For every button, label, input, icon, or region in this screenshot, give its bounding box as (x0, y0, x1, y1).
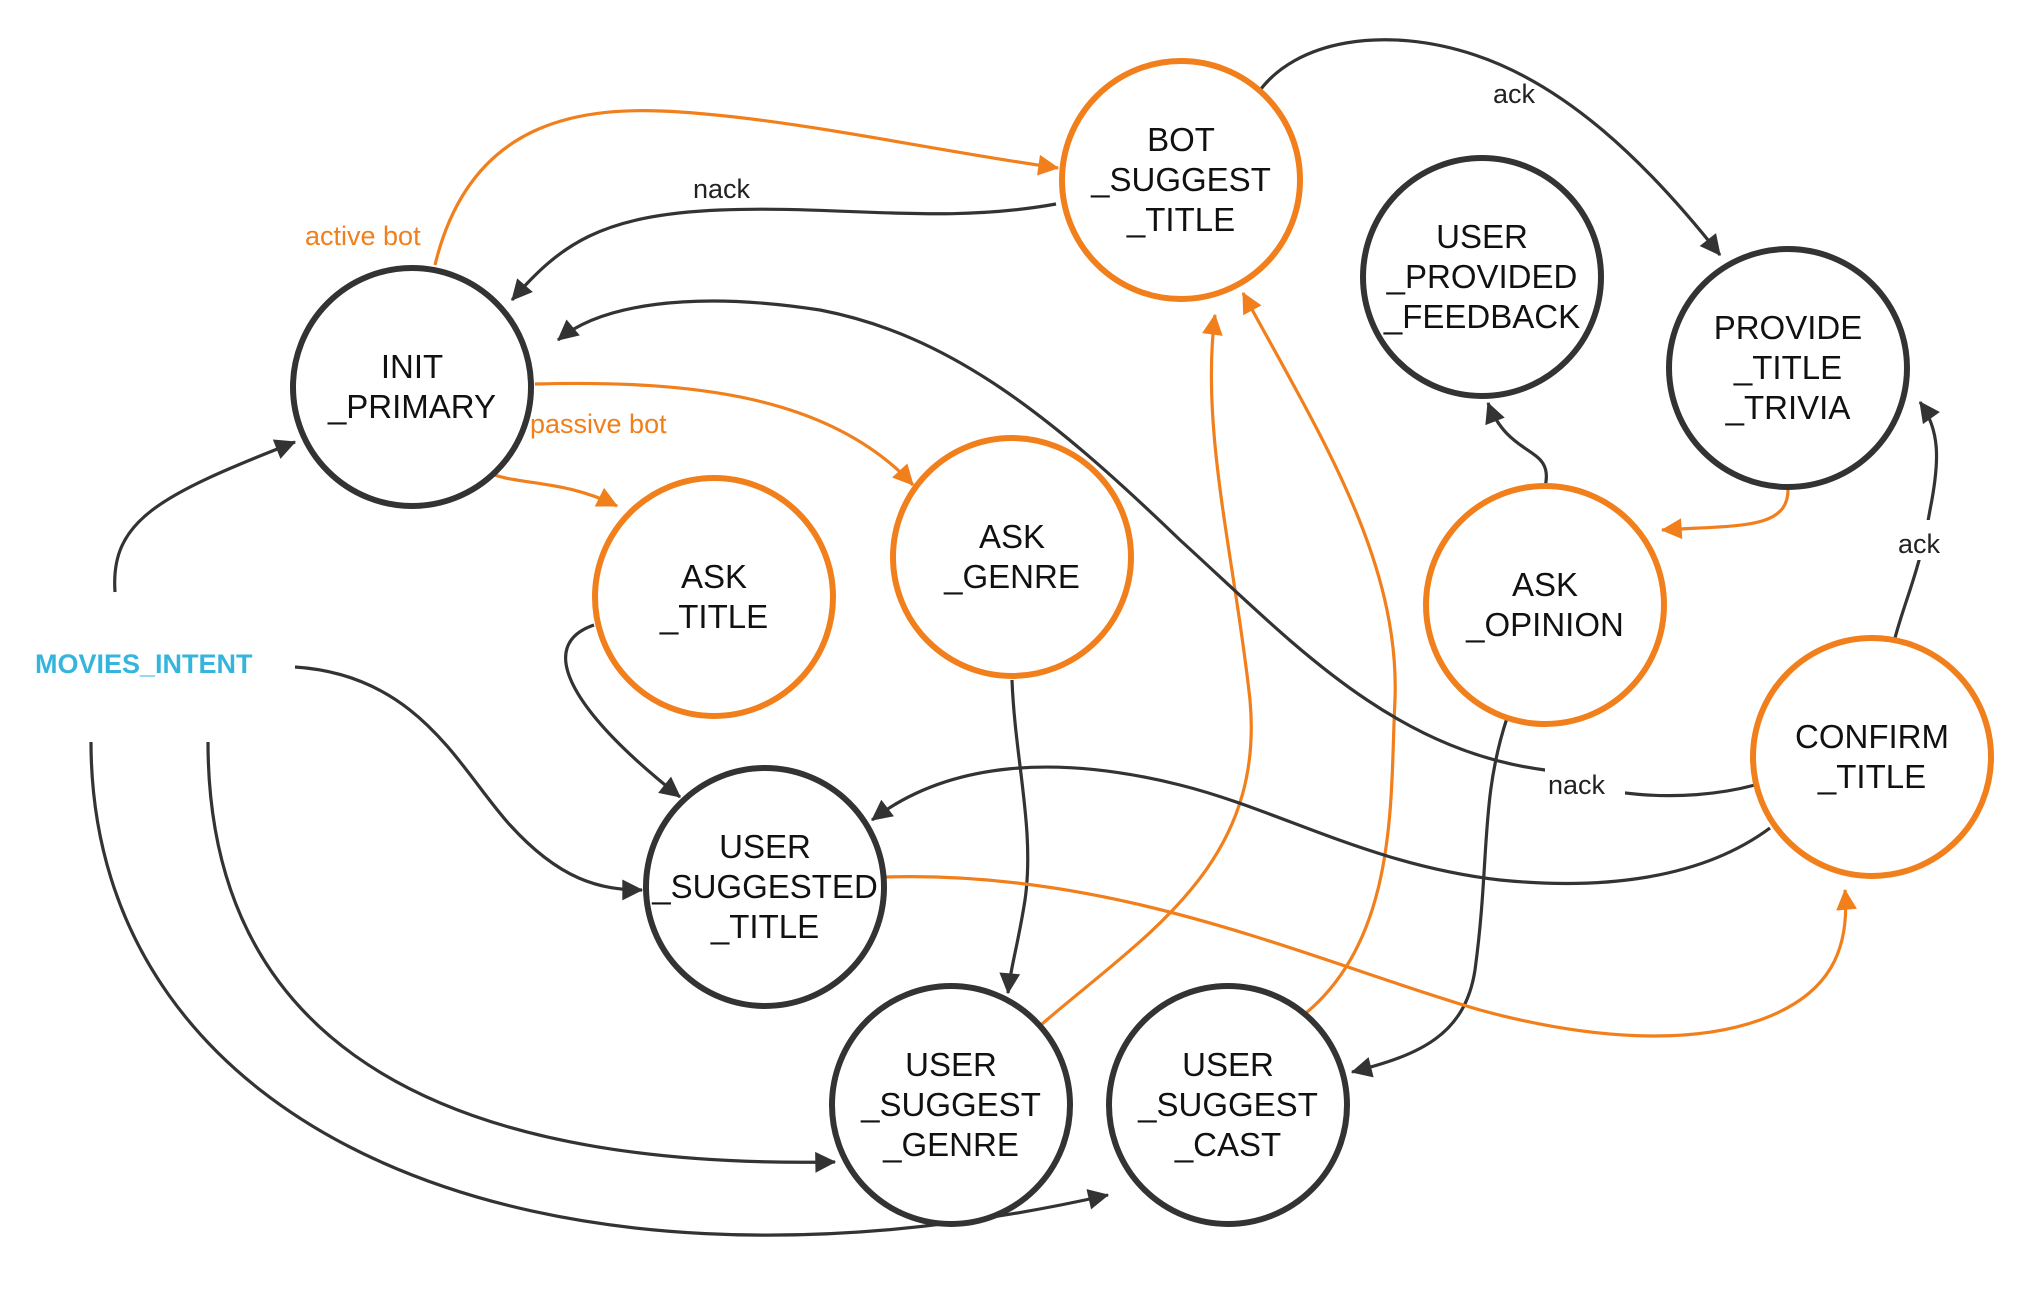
state-circle (1059, 58, 1303, 302)
node-user-suggest-genre: USER_SUGGEST_GENRE (829, 983, 1073, 1227)
edge-trivia-to-ask-opinion (1660, 486, 1790, 540)
state-label-line: _FEEDBACK (1383, 298, 1580, 335)
state-label-line: _SUGGEST (1137, 1086, 1318, 1123)
node-confirm-title: CONFIRM_TITLE (1750, 635, 1994, 879)
edge-intent-to-user-suggest-genre (206, 741, 837, 1173)
state-label-line: USER (1182, 1046, 1274, 1083)
state-circle (1360, 155, 1604, 399)
edge-ask-opinion-to-feedback (1485, 401, 1548, 488)
edge-bot-suggest-title-to-init-nack (510, 202, 1057, 302)
edge-intent-to-user-suggested-title (294, 665, 644, 901)
state-circle (1666, 246, 1910, 490)
nodes: INIT_PRIMARY BOT_SUGGEST_TITLE USER_PROV… (290, 58, 1994, 1227)
state-label-line: _GENRE (943, 558, 1080, 595)
state-label-line: USER (905, 1046, 997, 1083)
state-label-line: _SUGGESTED (651, 868, 878, 905)
state-label-line: ASK (1512, 566, 1578, 603)
edge-label-passive-bot: passive bot (530, 409, 667, 439)
edge-label-nack-bottom: nack (1548, 770, 1606, 800)
node-provide-title-trivia: PROVIDE_TITLE_TRIVIA (1666, 246, 1910, 490)
state-label-line: ASK (979, 518, 1045, 555)
state-label-line: _TITLE (659, 598, 768, 635)
edge-confirm-to-user-suggested-title (871, 765, 1771, 886)
state-circle (643, 765, 887, 1009)
node-user-suggested-title: USER_SUGGESTED_TITLE (643, 765, 887, 1009)
state-label-line: _TITLE (1733, 349, 1842, 386)
state-circle (592, 475, 836, 719)
state-label-line: USER (719, 828, 811, 865)
state-label-line: BOT (1147, 121, 1215, 158)
edge-ask-genre-to-user-suggest-genre (999, 679, 1030, 995)
edge-init-to-bot-suggest-title-active (433, 109, 1060, 266)
edge-label-ack-right-bg (1895, 520, 1945, 560)
state-circle (1750, 635, 1994, 879)
state-label-line: PROVIDE (1714, 309, 1863, 346)
node-bot-suggest-title: BOT_SUGGEST_TITLE (1059, 58, 1303, 302)
entry-label-movies-intent: MOVIES_INTENT (35, 649, 253, 679)
edges (89, 38, 1940, 1237)
edge-user-suggest-genre-to-bot-suggest-title (1040, 313, 1253, 1026)
state-label-line: _TRIVIA (1725, 389, 1851, 426)
state-circle (829, 983, 1073, 1227)
state-label-line: INIT (381, 348, 443, 385)
edge-label-ack-top: ack (1493, 79, 1536, 109)
edge-init-to-ask-title (491, 472, 619, 508)
state-label-line: _SUGGEST (860, 1086, 1041, 1123)
node-ask-genre: ASK_GENRE (890, 435, 1134, 679)
state-label-line: _PROVIDED (1386, 258, 1578, 295)
edge-label-ack-right: ack (1898, 529, 1941, 559)
edge-intent-to-user-suggest-cast (89, 741, 1110, 1237)
state-label-line: _PRIMARY (327, 388, 496, 425)
state-label-line: _TITLE (1126, 201, 1235, 238)
state-circle (1423, 483, 1667, 727)
state-circle (290, 265, 534, 509)
state-circle (1106, 983, 1350, 1227)
state-label-line: USER (1436, 218, 1528, 255)
edge-ask-title-to-user-suggested-title (564, 623, 681, 799)
state-label-line: _TITLE (1817, 758, 1926, 795)
edge-init-to-ask-genre-passive (534, 381, 915, 487)
state-label-line: _OPINION (1465, 606, 1624, 643)
edge-intent-to-init-primary (113, 439, 297, 593)
node-ask-title: ASK_TITLE (592, 475, 836, 719)
edge-user-suggested-title-to-confirm (884, 875, 1857, 1038)
state-label-line: _CAST (1174, 1126, 1281, 1163)
node-init-primary: INIT_PRIMARY (290, 265, 534, 509)
edge-confirm-to-trivia-ack (1893, 401, 1940, 639)
node-user-provided-feedback: USER_PROVIDED_FEEDBACK (1360, 155, 1604, 399)
node-ask-opinion: ASK_OPINION (1423, 483, 1667, 727)
edge-label-nack-top: nack (693, 174, 751, 204)
edge-bot-suggest-title-to-trivia-ack (1256, 38, 1722, 256)
state-label-line: _GENRE (882, 1126, 1019, 1163)
node-user-suggest-cast: USER_SUGGEST_CAST (1106, 983, 1350, 1227)
state-label-line: CONFIRM (1795, 718, 1949, 755)
edge-label-nack-bottom-bg (1545, 765, 1625, 805)
edge-user-suggest-cast-to-bot-suggest-title (1241, 292, 1397, 1015)
edge-label-active-bot: active bot (305, 221, 421, 251)
state-label-line: ASK (681, 558, 747, 595)
state-label-line: _SUGGEST (1090, 161, 1271, 198)
state-label-line: _TITLE (710, 908, 819, 945)
state-circle (890, 435, 1134, 679)
edge-labels: active bot passive bot nack ack ack nack (305, 79, 1945, 805)
edge-ask-opinion-to-user-suggest-cast (1350, 717, 1509, 1078)
